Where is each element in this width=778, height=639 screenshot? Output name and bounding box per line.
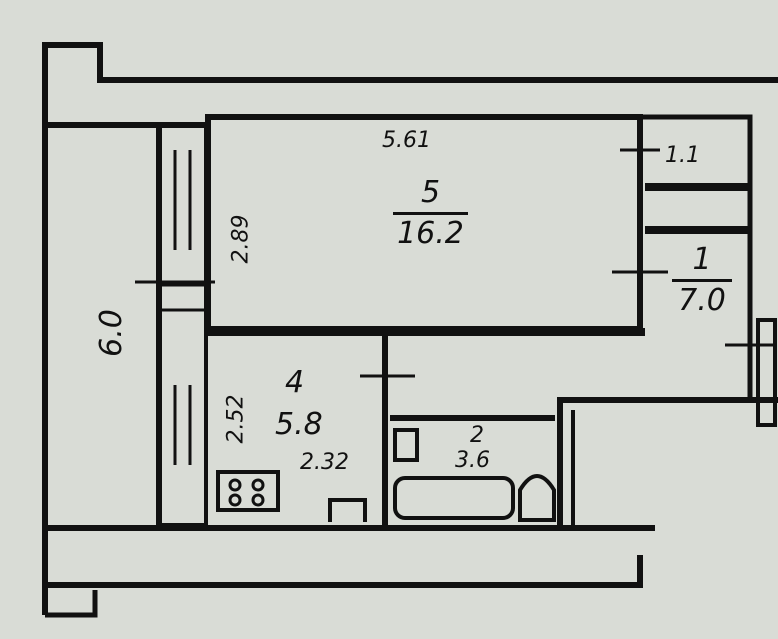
room-4-width: 2.32: [300, 450, 349, 475]
room-2-area: 3.6: [455, 448, 490, 473]
bathtub: [393, 476, 515, 520]
room-5-label: 5 16.2: [393, 178, 468, 249]
room-5-width: 5.61: [382, 128, 431, 153]
outer-wall: [42, 42, 778, 615]
sink: [393, 428, 419, 462]
room-2-number: 2: [470, 423, 484, 448]
kitchen-sink: [328, 498, 367, 522]
closet-area: 1.1: [665, 143, 700, 168]
room-5-depth: 2.89: [228, 214, 254, 264]
window-frame: [158, 123, 208, 527]
room-5-number: 5: [420, 175, 441, 210]
room-5-area: 16.2: [397, 216, 464, 251]
stove: [216, 470, 280, 512]
bathroom-walls: [390, 397, 778, 528]
room-4-number: 4: [285, 365, 305, 400]
room-4-depth: 2.52: [223, 394, 249, 444]
room-1-area: 7.0: [678, 283, 726, 318]
room-1-label: 1 7.0: [672, 245, 732, 316]
room-4-area: 5.8: [275, 407, 323, 442]
loggia-length: 6.0: [93, 309, 129, 357]
hallway-walls: [640, 114, 753, 400]
bottom-wall: [45, 525, 655, 588]
room-1-number: 1: [692, 242, 712, 277]
toilet: [518, 474, 556, 522]
